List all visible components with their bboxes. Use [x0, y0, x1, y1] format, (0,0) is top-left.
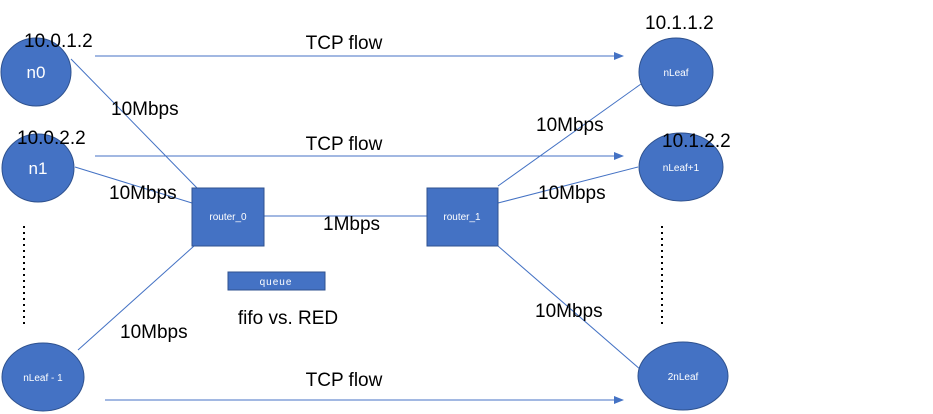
node-2nleaf-label: 2nLeaf [668, 372, 699, 383]
node-n0 [0, 37, 72, 107]
link-router1-2nleaf [497, 245, 642, 371]
address-nleaf-plus-1: 10.1.2.2 [662, 131, 731, 152]
queue-caption: fifo vs. RED [238, 308, 338, 329]
router-1 [426, 187, 499, 247]
link-router1-nleaf [497, 83, 642, 187]
node-nleaf-minus-1-label: nLeaf - 1 [23, 373, 63, 384]
link-router1-nleafp1 [497, 166, 639, 204]
node-nleaf-plus-1-label: nLeaf+1 [663, 163, 700, 174]
address-nleaf: 10.1.1.2 [645, 13, 714, 34]
link-n1-router0 [74, 166, 193, 204]
node-nleaf [638, 37, 714, 107]
tcp-flow-label-top: TCP flow [306, 33, 383, 54]
queue-box [227, 271, 326, 291]
link-nleafm1-router0 [77, 245, 195, 351]
node-2nleaf [637, 341, 729, 411]
tcp-flow-label-bottom: TCP flow [306, 370, 383, 391]
node-n1-label: n1 [29, 159, 48, 178]
router-1-label: router_1 [443, 212, 481, 223]
address-n1: 10.0.2.2 [17, 128, 86, 149]
bandwidth-nleafm1-router0: 10Mbps [120, 322, 188, 343]
bandwidth-n0-router0: 10Mbps [111, 99, 179, 120]
node-nleaf-plus-1 [638, 132, 724, 202]
bandwidth-router1-2nleaf: 10Mbps [535, 301, 603, 322]
bandwidth-router1-nleaf: 10Mbps [536, 115, 604, 136]
node-nleaf-minus-1 [1, 342, 85, 412]
bandwidth-n1-router0: 10Mbps [109, 183, 177, 204]
bandwidth-router1-nleafp1: 10Mbps [538, 183, 606, 204]
address-n0: 10.0.1.2 [24, 31, 93, 52]
queue-label: queue [260, 277, 293, 288]
node-n0-label: n0 [27, 63, 46, 82]
link-n0-router0 [70, 58, 199, 190]
bandwidth-bottleneck: 1Mbps [323, 214, 380, 235]
node-nleaf-label: nLeaf [663, 68, 688, 79]
node-n1 [1, 133, 75, 203]
router-0 [191, 187, 265, 247]
tcp-flow-label-middle: TCP flow [306, 134, 383, 155]
router-0-label: router_0 [209, 212, 247, 223]
